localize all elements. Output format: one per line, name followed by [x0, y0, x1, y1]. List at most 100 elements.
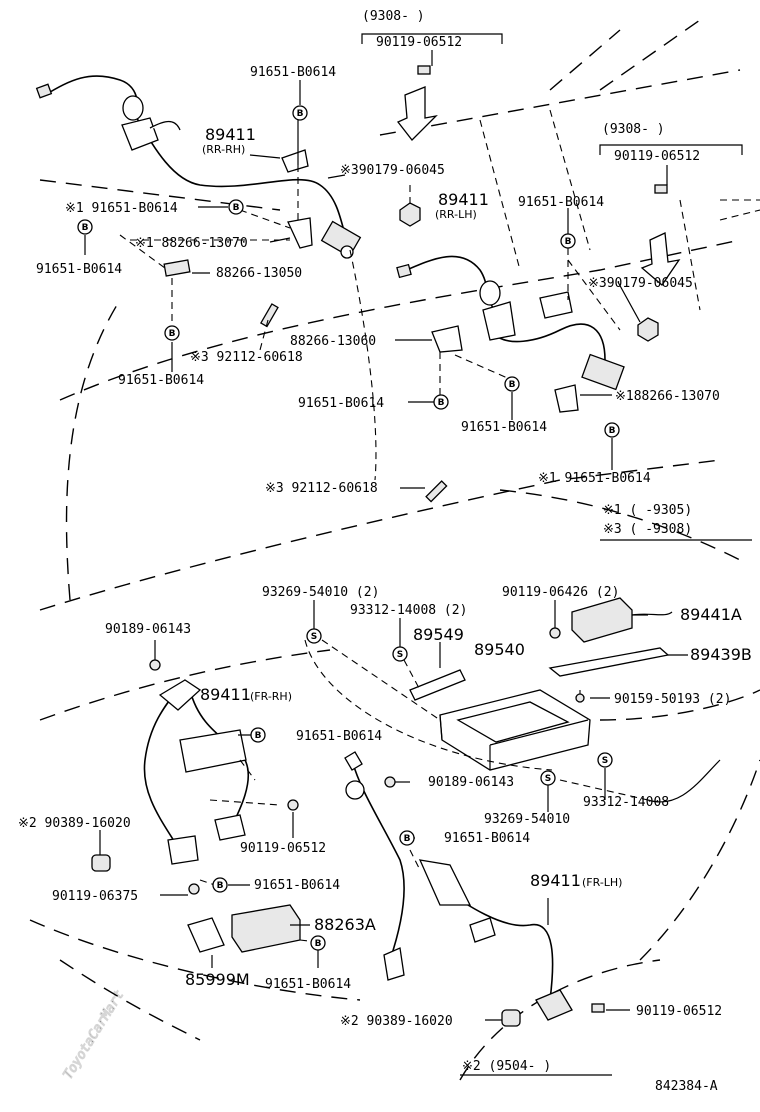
label-p13: ※1 88266-13070: [135, 236, 248, 251]
marker-b: B: [310, 935, 326, 951]
label-p23: ※1 91651-B0614: [538, 471, 651, 486]
label-p49: 88263A: [314, 915, 376, 934]
nut: [637, 317, 659, 342]
label-p18: ※3 92112-60618: [190, 350, 303, 365]
label-p17: 88266-13060: [290, 334, 376, 349]
label-p45: 90119-06375: [52, 889, 138, 904]
bolt: [654, 184, 668, 194]
label-p34: 89439B: [690, 645, 752, 664]
arrow-down: [640, 232, 681, 286]
label-p9: ※1 91651-B0614: [65, 201, 178, 216]
svg-text:B: B: [233, 203, 240, 213]
bolt: [591, 1003, 605, 1013]
grommet: [501, 1009, 521, 1027]
label-p33: 89540: [474, 640, 525, 659]
label-p42: ※2 90389-16020: [18, 816, 131, 831]
marker-b: B: [399, 830, 415, 846]
label-p26: ※3 ( -9308): [603, 522, 692, 537]
marker-s: S: [306, 628, 322, 644]
label-p2: 90119-06512: [376, 35, 462, 50]
svg-text:B: B: [217, 881, 224, 891]
washer: [575, 693, 585, 703]
marker-b: B: [292, 105, 308, 121]
svg-text:B: B: [609, 426, 616, 436]
label-p43: 90119-06512: [240, 841, 326, 856]
label-p48: (FR-LH): [582, 876, 622, 889]
stud: [260, 303, 279, 328]
relay-88263a: [231, 904, 301, 953]
label-p31: 90189-06143: [105, 622, 191, 637]
label-p37: 90159-50193 (2): [614, 692, 731, 707]
label-p47: 89411: [530, 871, 581, 890]
label-p12: 91651-B0614: [518, 195, 604, 210]
marker-b: B: [604, 422, 620, 438]
marker-s: S: [392, 646, 408, 662]
label-p19: 91651-B0614: [118, 373, 204, 388]
label-p46: 91651-B0614: [254, 878, 340, 893]
label-p28: 90119-06426 (2): [502, 585, 619, 600]
label-p7: (9308- ): [602, 122, 665, 137]
label-p27: 93269-54010 (2): [262, 585, 379, 600]
leader-lines: [84, 50, 752, 1076]
label-p53: ※2 90389-16020: [340, 1014, 453, 1029]
label-p3: 91651-B0614: [250, 65, 336, 80]
svg-text:S: S: [602, 756, 608, 766]
marker-b: B: [433, 394, 449, 410]
label-p51: 91651-B0614: [265, 977, 351, 992]
label-p38: 91651-B0614: [296, 729, 382, 744]
fr-rh-speed-sensor: [91, 679, 301, 953]
arrow-down: [396, 86, 438, 141]
label-p20: 91651-B0614: [298, 396, 384, 411]
svg-text:S: S: [311, 632, 317, 642]
relay-89441a: [571, 597, 633, 643]
label-p6: ※390179-06045: [340, 163, 445, 178]
label-p25: ※1 ( -9305): [603, 503, 692, 518]
bracket-85999m: [187, 917, 225, 953]
svg-text:B: B: [255, 731, 262, 741]
label-p15: 88266-13050: [216, 266, 302, 281]
label-p41: 93269-54010: [484, 812, 570, 827]
stud: [425, 480, 448, 503]
label-p52: 90119-06512: [636, 1004, 722, 1019]
marker-b: B: [212, 877, 228, 893]
bracket-89549: [409, 669, 466, 701]
svg-text:B: B: [565, 237, 572, 247]
svg-text:B: B: [82, 223, 89, 233]
label-p54: ※2 (9504- ): [462, 1059, 551, 1074]
svg-text:B: B: [404, 834, 411, 844]
washer: [149, 659, 161, 671]
watermark: ToyotaCarMart: [61, 988, 128, 1082]
label-p24: ※3 92112-60618: [265, 481, 378, 496]
svg-text:S: S: [545, 774, 551, 784]
rr-rh-speed-sensor: [35, 75, 362, 259]
svg-text:S: S: [397, 650, 403, 660]
marker-b: B: [504, 376, 520, 392]
label-p29: 93312-14008 (2): [350, 603, 467, 618]
svg-text:B: B: [315, 939, 322, 949]
ecu-area: [409, 597, 673, 771]
bracket-89439b: [548, 647, 670, 677]
marker-s: S: [597, 752, 613, 768]
label-p40: 93312-14008: [583, 795, 669, 810]
label-p44: 91651-B0614: [444, 831, 530, 846]
washer: [287, 799, 299, 811]
label-p50: 85999M: [185, 970, 250, 989]
marker-b: B: [560, 233, 576, 249]
svg-text:B: B: [169, 329, 176, 339]
svg-text:B: B: [438, 398, 445, 408]
label-p8: 90119-06512: [614, 149, 700, 164]
grommet: [91, 854, 111, 872]
marker-b: B: [250, 727, 266, 743]
direction-arrows: [396, 86, 681, 286]
label-p1: (9308- ): [362, 9, 425, 24]
washer: [188, 883, 200, 895]
fr-lh-speed-sensor: [344, 751, 605, 1027]
label-p21: ※188266-13070: [615, 389, 720, 404]
marker-b: B: [77, 219, 93, 235]
part-labels: (9308- ) 90119-06512 91651-B0614 89411 (…: [18, 9, 752, 1094]
bracket: [163, 259, 191, 277]
label-p5: (RR-RH): [202, 143, 245, 156]
label-p22: 91651-B0614: [461, 420, 547, 435]
label-p36: (FR-RH): [250, 690, 292, 703]
